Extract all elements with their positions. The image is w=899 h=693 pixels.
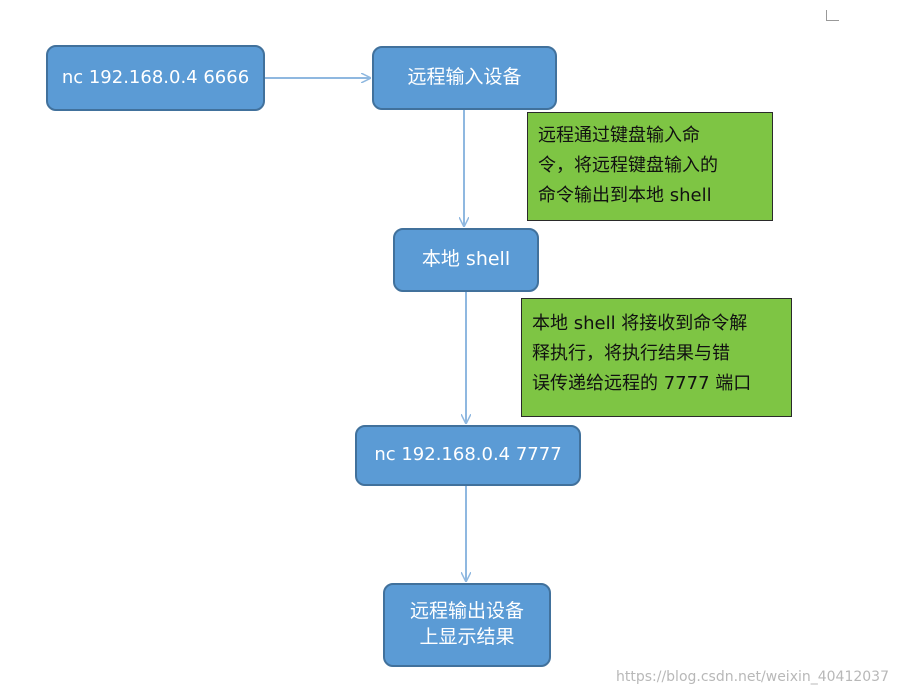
nc-listen-7777-label: nc 192.168.0.4 7777 bbox=[374, 444, 562, 466]
corner-mark bbox=[826, 10, 839, 21]
nc-listen-6666-label: nc 192.168.0.4 6666 bbox=[61, 66, 250, 88]
watermark: https://blog.csdn.net/weixin_40412037 bbox=[615, 669, 889, 685]
note2-line1: 本地 shell 将接收到命令解 bbox=[532, 313, 748, 334]
note1-line1: 远程通过键盘输入命 bbox=[538, 125, 700, 146]
local-shell-label: 本地 shell bbox=[421, 248, 511, 271]
note2-line3: 误传递给远程的 7777 端口 bbox=[532, 373, 752, 394]
remote-input-device-node: 远程输入设备 bbox=[372, 46, 557, 110]
remote-output-line1: 远程输出设备 bbox=[409, 600, 524, 623]
remote-output-line2: 上显示结果 bbox=[419, 626, 515, 648]
note1-line2: 令，将远程键盘输入的 bbox=[538, 155, 718, 176]
remote-output-device-node: 远程输出设备 上显示结果 bbox=[383, 583, 551, 667]
nc-listen-7777-node: nc 192.168.0.4 7777 bbox=[355, 425, 581, 486]
note1-line3: 命令输出到本地 shell bbox=[538, 185, 712, 206]
note-remote-keyboard-input: 远程通过键盘输入命 令，将远程键盘输入的 命令输出到本地 shell bbox=[527, 112, 773, 221]
note2-line2: 释执行，将执行结果与错 bbox=[532, 343, 730, 364]
remote-input-device-label: 远程输入设备 bbox=[407, 66, 522, 89]
note-shell-execution: 本地 shell 将接收到命令解 释执行，将执行结果与错 误传递给远程的 777… bbox=[521, 298, 792, 417]
nc-listen-6666-node: nc 192.168.0.4 6666 bbox=[46, 45, 265, 111]
local-shell-node: 本地 shell bbox=[393, 228, 539, 292]
